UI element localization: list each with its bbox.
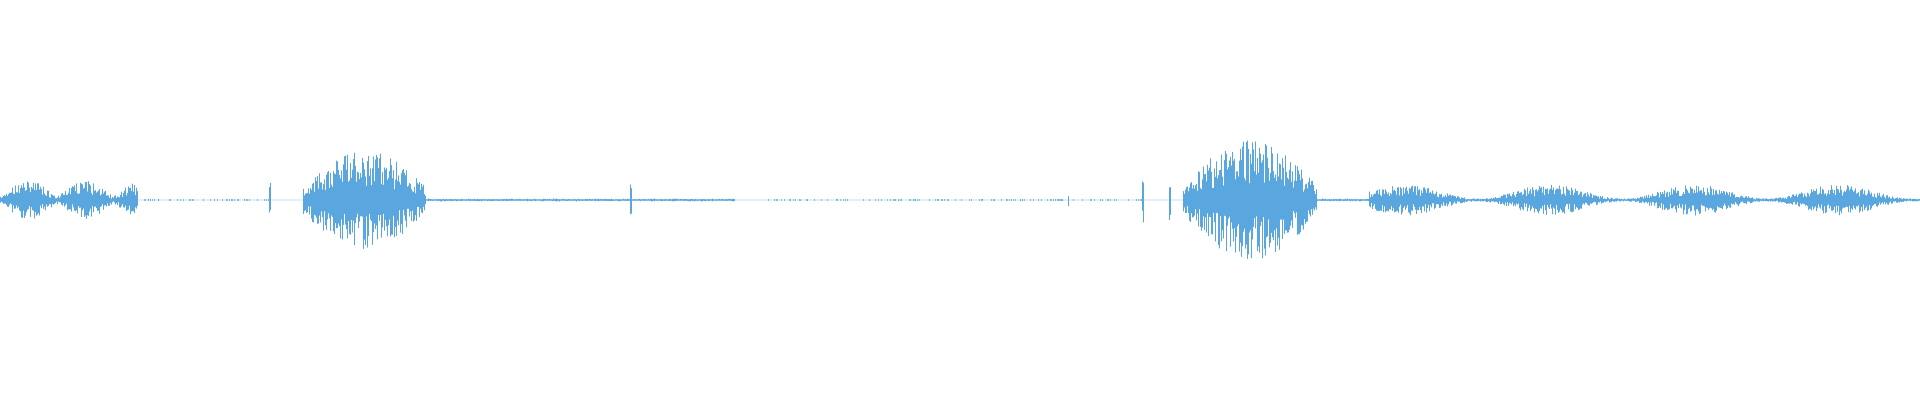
waveform-panel[interactable] — [0, 0, 1920, 400]
audio-waveform[interactable] — [0, 0, 1920, 400]
